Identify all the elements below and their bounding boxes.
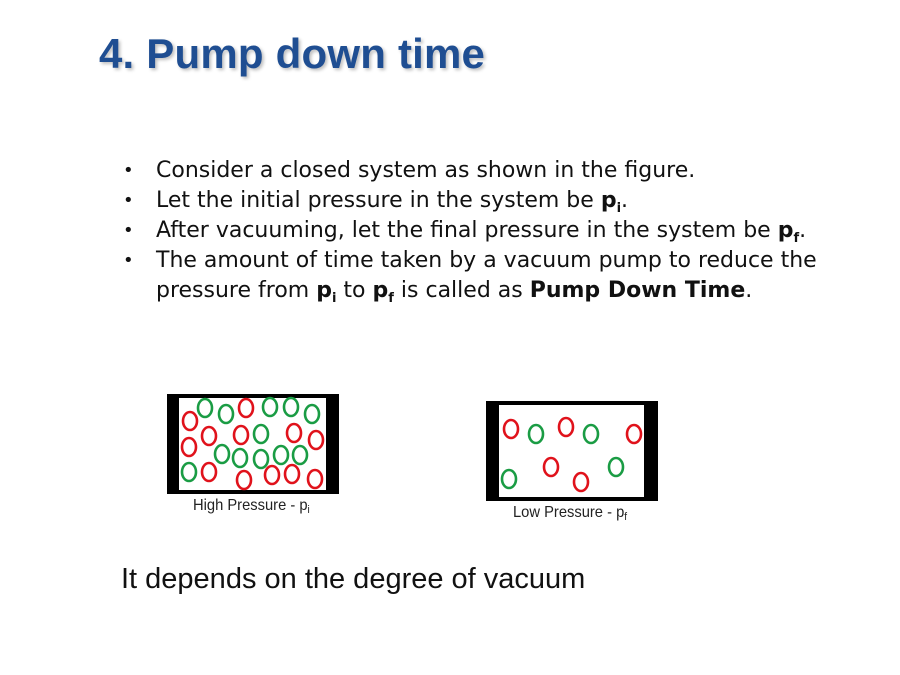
variable-p: p: [316, 278, 332, 303]
variable-subscript: f: [388, 291, 394, 306]
low-pressure-figure: [486, 401, 658, 501]
variable-p: p: [372, 278, 389, 303]
low-pressure-caption: Low Pressure - pf: [513, 504, 628, 523]
bullet-item: • Consider a closed system as shown in t…: [120, 156, 820, 186]
bullet-text: to: [336, 278, 373, 303]
bullet-icon: •: [123, 190, 134, 211]
high-pressure-container-icon: [167, 394, 339, 494]
bullet-text: is called as: [393, 278, 530, 303]
bullet-icon: •: [123, 250, 134, 271]
caption-text: High Pressure - p: [193, 497, 308, 514]
variable-subscript: f: [793, 231, 800, 246]
bullet-text: Consider a closed system as shown in the…: [156, 158, 696, 183]
variable-subscript: i: [616, 201, 622, 216]
variable-p: p: [777, 218, 794, 243]
slide-title: 4. Pump down time: [99, 30, 486, 77]
bullet-item: • After vacuuming, let the final pressur…: [120, 216, 820, 246]
punctuation: .: [745, 278, 753, 303]
bullet-icon: •: [123, 160, 134, 181]
caption-subscript: i: [307, 504, 310, 516]
low-pressure-container-icon: [486, 401, 658, 501]
caption-text: Low Pressure - p: [513, 504, 625, 521]
caption-subscript: f: [624, 511, 628, 523]
high-pressure-caption: High Pressure - pi: [193, 497, 310, 516]
variable-p: p: [600, 188, 617, 213]
bullet-text: The amount of time taken by a vacuum pum…: [156, 248, 817, 303]
bullet-item: • The amount of time taken by a vacuum p…: [120, 246, 820, 306]
bullet-icon: •: [123, 220, 134, 241]
bullet-item: • Let the initial pressure in the system…: [120, 186, 820, 216]
punctuation: .: [799, 218, 807, 243]
bullet-text: After vacuuming, let the final pressure …: [156, 218, 778, 243]
bullet-list: • Consider a closed system as shown in t…: [120, 156, 820, 306]
bullet-text: Let the initial pressure in the system b…: [156, 188, 601, 213]
conclusion-text: It depends on the degree of vacuum: [121, 563, 586, 595]
variable-subscript: i: [331, 291, 337, 306]
punctuation: .: [621, 188, 629, 213]
high-pressure-figure: [167, 394, 339, 494]
term-pump-down-time: Pump Down Time: [529, 278, 746, 303]
